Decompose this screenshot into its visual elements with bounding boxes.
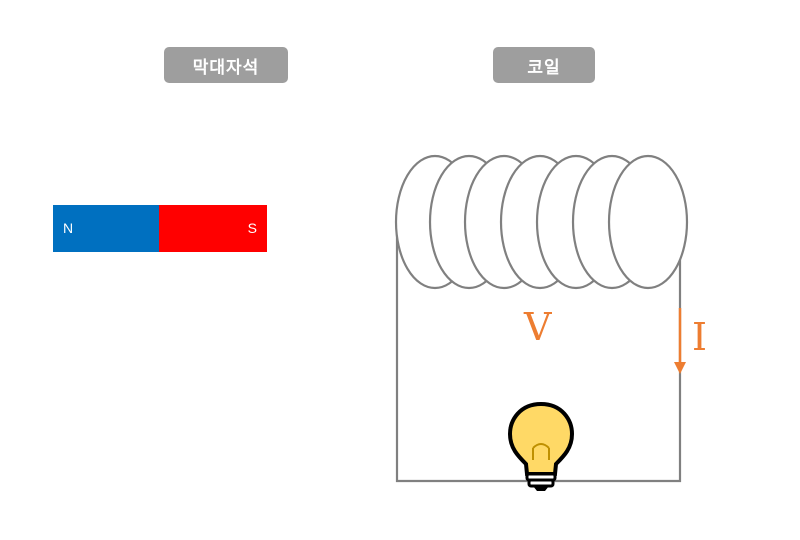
voltage-symbol: V	[523, 305, 552, 349]
north-pole: N	[53, 205, 159, 252]
current-arrow-icon	[674, 308, 686, 374]
coil	[394, 154, 689, 290]
south-pole: S	[159, 205, 267, 252]
light-bulb-icon	[507, 401, 575, 491]
south-pole-label: S	[247, 220, 257, 236]
coil-turn	[607, 154, 689, 290]
north-pole-label: N	[63, 220, 74, 236]
magnet-label: 막대자석	[164, 47, 288, 83]
current-symbol: I	[692, 315, 707, 359]
bar-magnet: N S	[53, 205, 267, 252]
coil-label: 코일	[493, 47, 595, 83]
